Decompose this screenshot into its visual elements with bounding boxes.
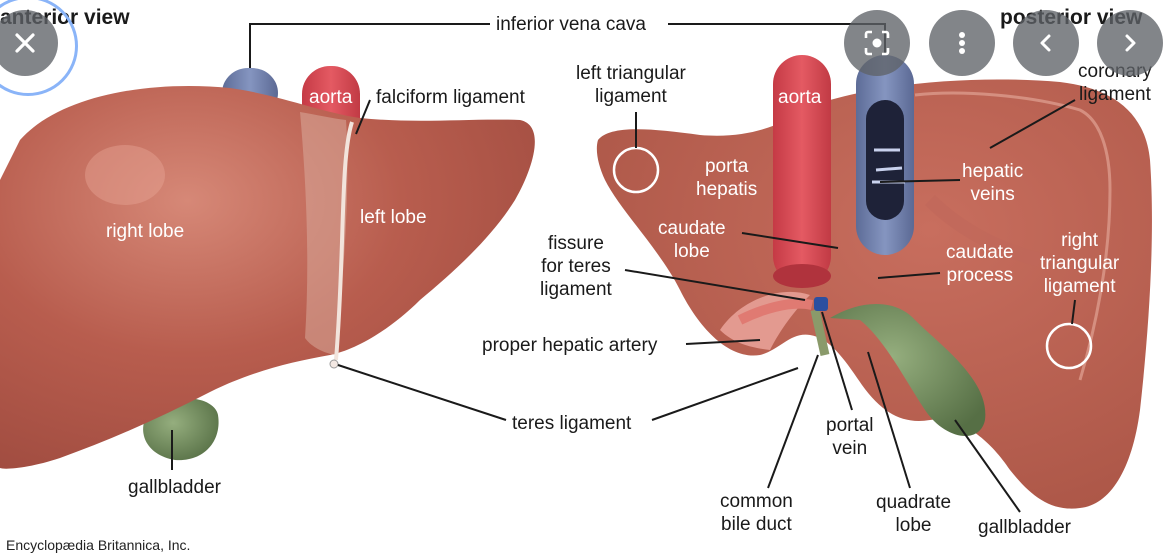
gallbladder-anterior-label: gallbladder <box>128 477 221 498</box>
aorta-posterior-label: aorta <box>778 87 822 108</box>
close-button[interactable] <box>0 0 78 96</box>
right-triangular-ligament-label: right triangular ligament <box>1040 229 1119 298</box>
anterior-highlight <box>85 145 165 205</box>
inferior-vena-cava-label: inferior vena cava <box>496 14 646 35</box>
portal-vein-label: portal vein <box>826 414 874 460</box>
next-image-button[interactable] <box>1097 10 1163 76</box>
portal-vein-line-1: portal <box>826 415 874 436</box>
caudate-lobe-line-1: caudate <box>658 218 726 239</box>
teres-ligament-end <box>329 359 339 369</box>
fissure-line-2: for teres <box>541 256 611 277</box>
quadrate-lobe-label: quadrate lobe <box>876 491 951 537</box>
leader-ivc-anterior <box>249 23 490 68</box>
image-credit: Encyclopædia Britannica, Inc. <box>6 537 191 553</box>
caudate-process-line-1: caudate <box>946 242 1014 263</box>
aorta-anterior-label: aorta <box>309 87 353 108</box>
gallbladder-posterior-label: gallbladder <box>978 517 1071 538</box>
right-lobe-label: right lobe <box>106 221 185 242</box>
posterior-liver-shape <box>596 79 1152 509</box>
leader-caudate-lobe <box>741 232 839 249</box>
left-triangular-line-2: ligament <box>595 86 667 107</box>
falciform-ligament-label: falciform ligament <box>376 87 525 108</box>
leader-teres-right <box>651 367 799 421</box>
portal-vein-line-2: vein <box>832 438 868 459</box>
leader-gallbladder-posterior <box>954 419 1021 513</box>
chevron-left-icon <box>1040 34 1051 52</box>
leader-coronary <box>989 99 1076 149</box>
leader-bile-duct <box>767 354 819 489</box>
hepatic-veins-line-1: hepatic <box>962 161 1024 182</box>
coronary-ligament-line <box>914 91 1112 381</box>
leader-hepatic-veins <box>879 179 961 183</box>
right-triangular-line-2: triangular <box>1040 253 1120 274</box>
bare-area-shade <box>925 195 1042 267</box>
hepatic-veins-line-2: veins <box>970 184 1015 205</box>
leader-hepatic-artery <box>685 339 761 345</box>
right-triangular-line-1: right <box>1061 230 1099 251</box>
leader-right-triangular <box>1071 299 1076 325</box>
more-options-button[interactable] <box>929 10 995 76</box>
leader-portal-vein <box>821 311 853 411</box>
right-triangular-line-3: ligament <box>1043 276 1116 297</box>
more-vertical-icon <box>959 32 965 54</box>
hepatic-artery-branch <box>737 298 814 325</box>
falciform-ligament-band <box>300 112 348 355</box>
common-bile-duct-label: common bile duct <box>720 490 793 536</box>
hepatic-veins-label: hepatic veins <box>962 160 1023 206</box>
left-lobe-label: left lobe <box>360 207 427 228</box>
leader-fissure <box>624 269 806 301</box>
fissure-teres-label: fissure for teres ligament <box>540 232 612 301</box>
leader-quadrate-lobe <box>867 351 911 489</box>
right-triangular-ligament-circle <box>1045 322 1093 370</box>
quadrate-lobe-line-1: quadrate <box>876 492 952 513</box>
portal-vein-shape <box>814 297 828 311</box>
aorta-cut-end <box>773 264 831 288</box>
porta-hepatis-line-1: porta <box>704 156 749 177</box>
porta-hepatis-line-2: hepatis <box>696 179 758 200</box>
posterior-gallbladder-shape <box>830 304 986 437</box>
previous-image-button[interactable] <box>1013 10 1079 76</box>
caudate-process-line-2: process <box>946 265 1014 286</box>
fissure-line-1: fissure <box>547 233 604 254</box>
hepatic-veins-opening <box>866 100 904 220</box>
teres-ligament-label: teres ligament <box>512 413 632 434</box>
close-focus-ring <box>0 0 78 96</box>
lens-icon <box>864 30 890 56</box>
proper-hepatic-artery-label: proper hepatic artery <box>482 335 658 356</box>
chevron-right-icon <box>1125 34 1136 52</box>
caudate-process-label: caudate process <box>946 241 1014 287</box>
caudate-lobe-line-2: lobe <box>673 241 710 262</box>
bile-duct-shape <box>810 309 830 356</box>
left-triangular-line-1: left triangular <box>576 63 686 84</box>
leader-teres-left <box>337 364 507 421</box>
left-triangular-ligament-label: left triangular ligament <box>576 62 686 108</box>
leader-falciform <box>355 99 371 135</box>
anterior-liver <box>0 66 535 469</box>
quadrate-lobe-line-2: lobe <box>895 515 932 536</box>
bile-duct-line-2: bile duct <box>721 514 792 535</box>
lens-search-button[interactable] <box>844 10 910 76</box>
caudate-lobe-label: caudate lobe <box>658 217 726 263</box>
falciform-edge-line <box>334 121 354 361</box>
anterior-liver-shape <box>0 85 535 469</box>
porta-hepatis-label: porta hepatis <box>696 155 757 201</box>
leader-caudate-process <box>877 272 941 279</box>
posterior-liver <box>596 55 1152 509</box>
posterior-aorta-vessel <box>773 55 831 285</box>
fissure-line-3: ligament <box>540 279 612 300</box>
coronary-line-2: ligament <box>1079 84 1151 105</box>
bile-duct-line-1: common <box>720 491 793 512</box>
